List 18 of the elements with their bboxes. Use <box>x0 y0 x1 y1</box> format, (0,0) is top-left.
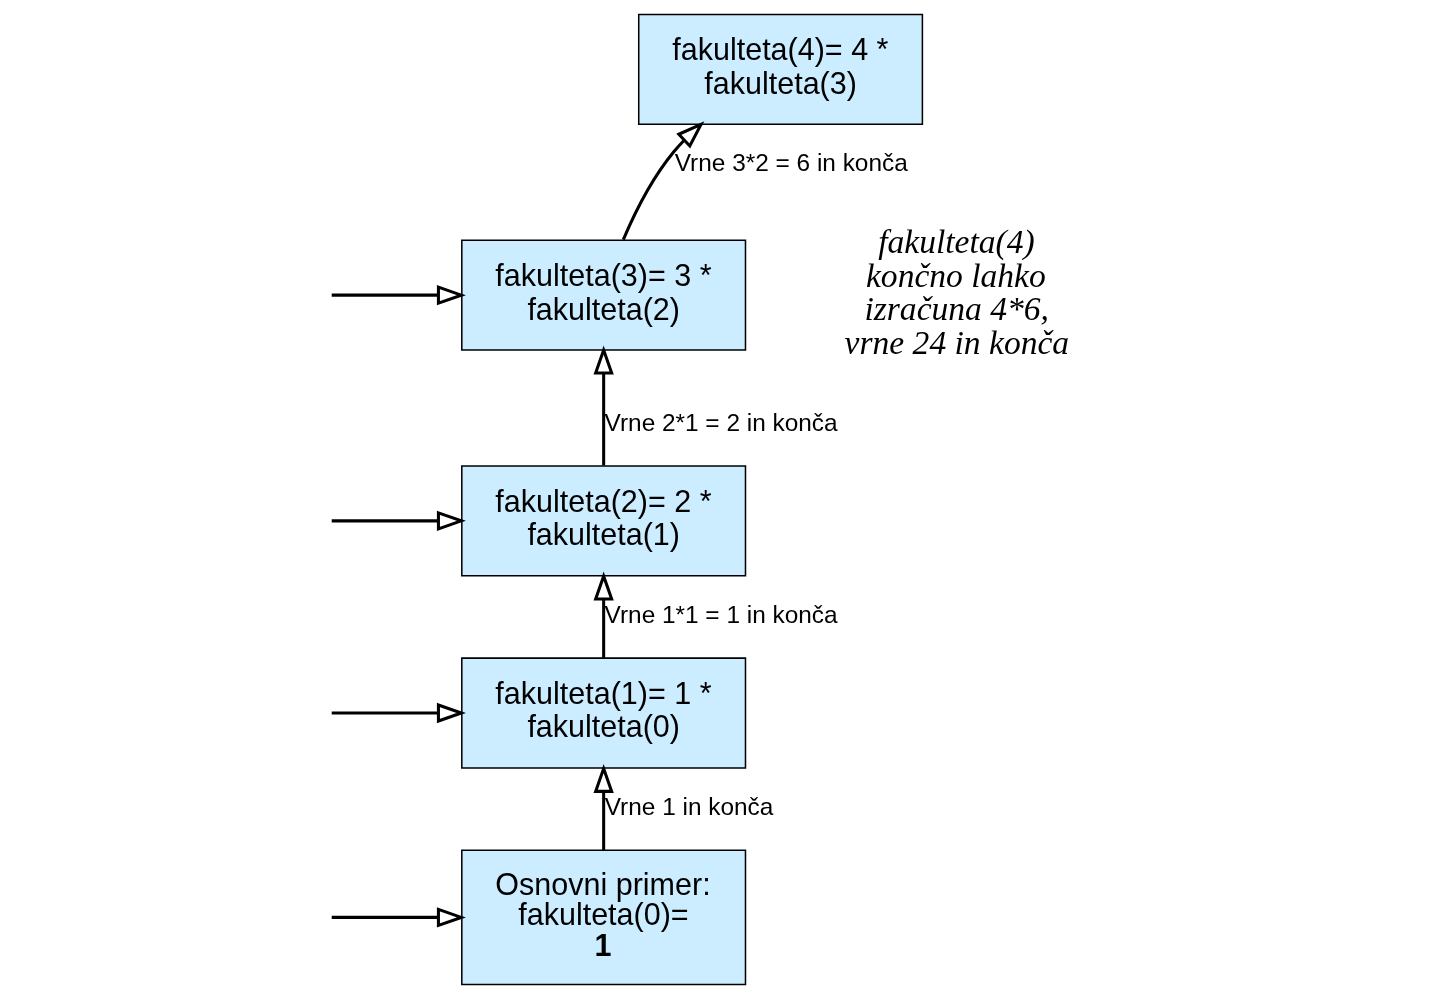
arrow <box>593 763 614 850</box>
node-box: fakulteta(2)= 2 * fakulteta(1) <box>460 465 746 577</box>
arrow <box>331 907 466 928</box>
label: fakulteta(4) končno lahko izračuna 4*6, vrne 24 in konča <box>844 223 1069 361</box>
edge-label: Vrne 2*1 = 2 in konča <box>604 408 838 436</box>
arrow <box>593 345 614 466</box>
arrow <box>331 702 466 724</box>
node-box: fakulteta(3)= 3 * fakulteta(2) <box>460 239 746 351</box>
arrow <box>331 284 466 306</box>
edge-label: Vrne 3*2 = 6 in konča <box>674 149 908 177</box>
edge-label: Vrne 1 in konča <box>604 792 773 820</box>
arrow <box>331 510 466 531</box>
node-box: fakulteta(1)= 1 * fakulteta(0) <box>460 657 746 769</box>
arrow <box>621 121 704 241</box>
edge-label: Vrne 1*1 = 1 in konča <box>604 600 838 628</box>
node-box: fakulteta(4)= 4 * fakulteta(3) <box>637 13 923 126</box>
arrow <box>593 571 614 658</box>
node-box: Osnovni primer: fakulteta(0)= 1 <box>460 849 746 986</box>
